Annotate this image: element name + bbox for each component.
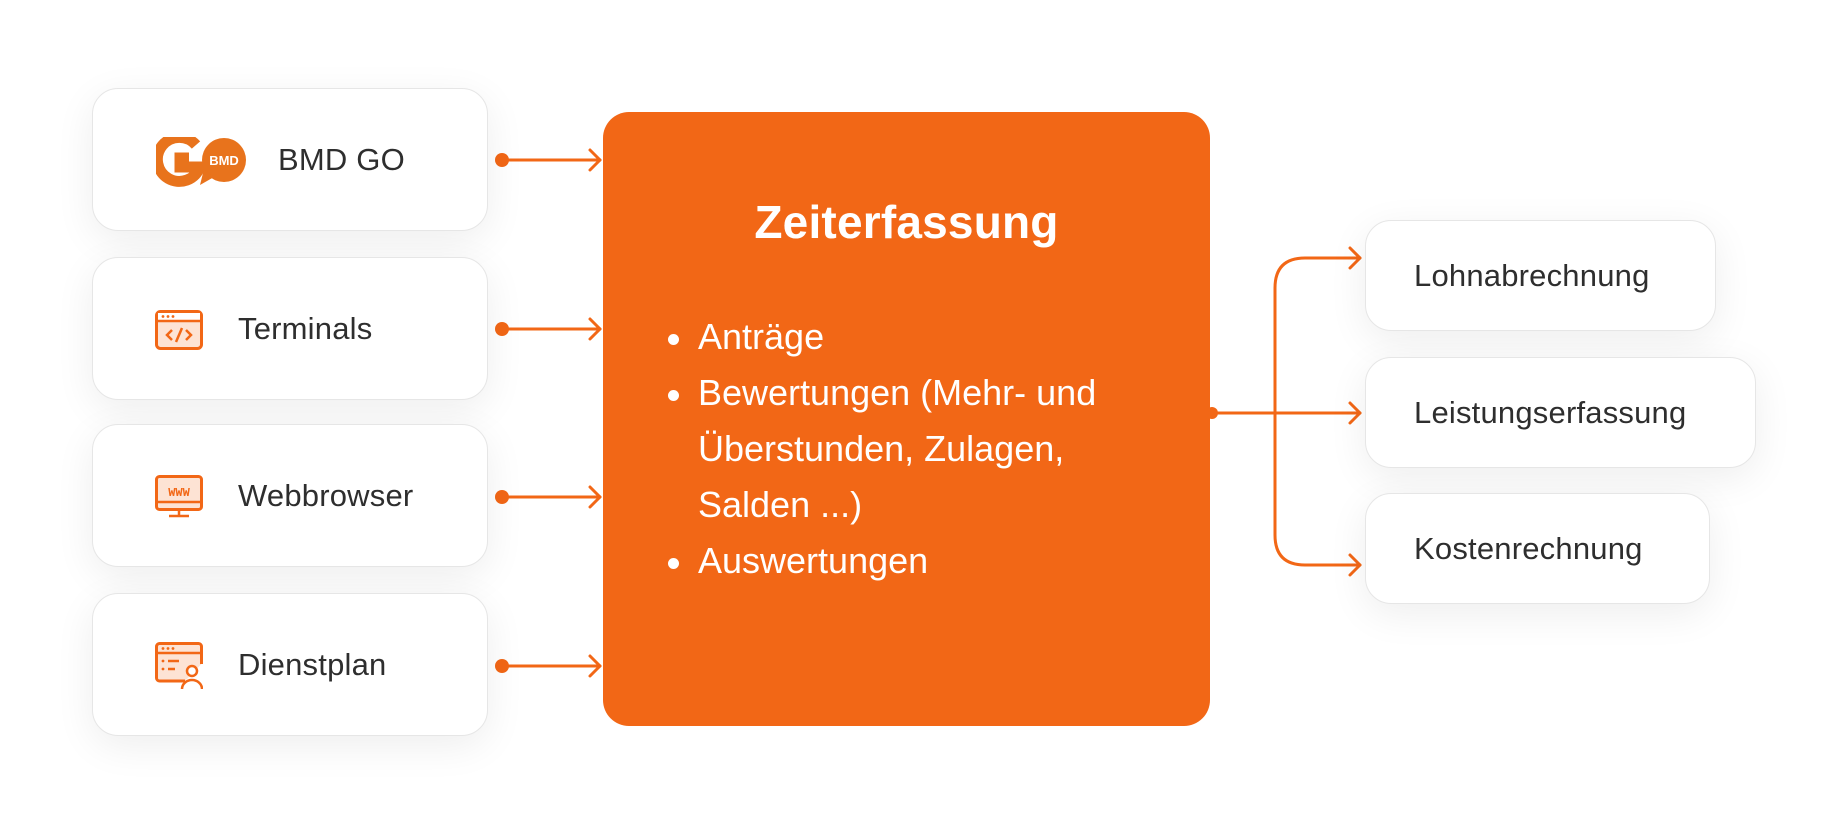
target-label: Lohnabrechnung xyxy=(1414,257,1650,293)
source-card-bmd-go: BMD BMD GO xyxy=(92,88,488,231)
target-label: Leistungserfassung xyxy=(1414,394,1687,430)
target-card-kostenrechnung: Kostenrechnung xyxy=(1365,493,1710,604)
svg-text:WWW: WWW xyxy=(168,486,190,500)
svg-text:BMD: BMD xyxy=(209,153,239,168)
source-label: Webbrowser xyxy=(238,477,414,513)
bmd-go-logo-icon: BMD xyxy=(156,137,246,187)
source-card-webbrowser: WWW Webbrowser xyxy=(92,424,488,567)
www-monitor-icon: WWW xyxy=(155,475,203,518)
feature-item: Auswertungen xyxy=(668,533,1178,589)
zeiterfassung-box: Zeiterfassung Anträge Bewertungen (Mehr-… xyxy=(603,112,1210,726)
target-card-lohnabrechnung: Lohnabrechnung xyxy=(1365,220,1716,331)
source-label: Dienstplan xyxy=(238,646,387,682)
source-card-terminals: Terminals xyxy=(92,257,488,400)
code-window-icon xyxy=(155,310,203,350)
target-card-leistungserfassung: Leistungserfassung xyxy=(1365,357,1756,468)
source-label: BMD GO xyxy=(278,141,405,177)
feature-list: Anträge Bewertungen (Mehr- und Überstund… xyxy=(668,309,1178,589)
feature-item: Bewertungen (Mehr- und Überstunden, Zula… xyxy=(668,365,1178,533)
source-card-dienstplan: Dienstplan xyxy=(92,593,488,736)
feature-item: Anträge xyxy=(668,309,1178,365)
schedule-user-icon xyxy=(155,642,203,690)
source-label: Terminals xyxy=(238,310,373,346)
center-title: Zeiterfassung xyxy=(754,196,1059,248)
target-label: Kostenrechnung xyxy=(1414,530,1643,566)
